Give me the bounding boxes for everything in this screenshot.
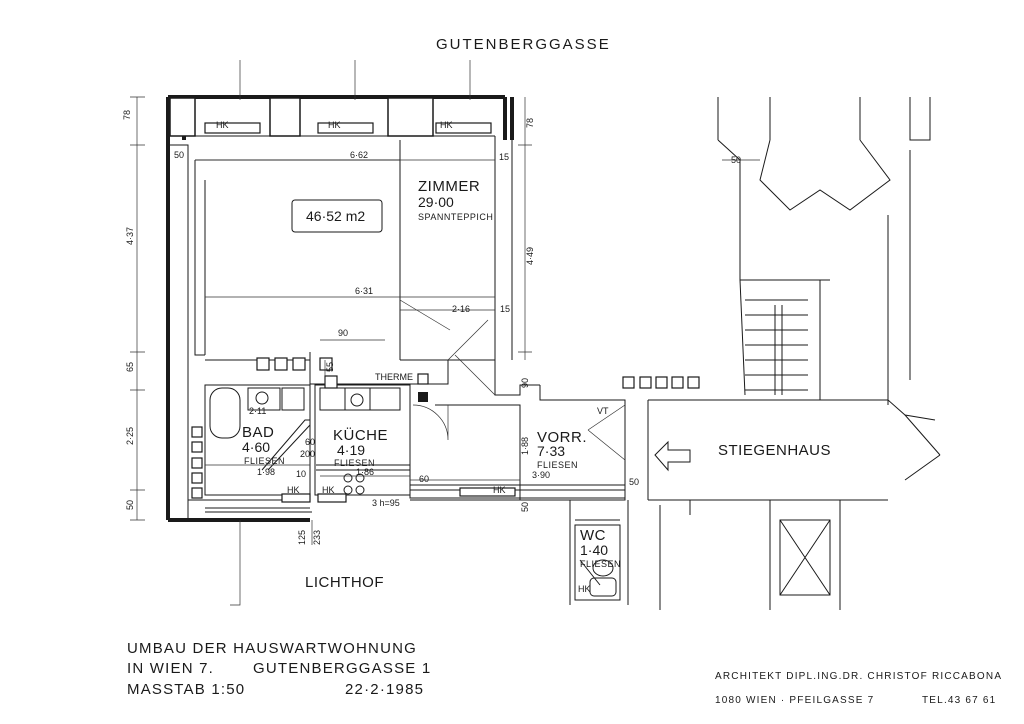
dim-631: 6·31: [355, 286, 373, 296]
dim-60-b: 60: [419, 474, 429, 484]
dim-55: 55: [325, 362, 335, 372]
dim-449: 4·49: [525, 247, 535, 265]
dim-50-top: 50: [174, 150, 184, 160]
therme-label: THERME: [375, 372, 413, 382]
dim-90-a: 90: [338, 328, 348, 338]
chimney-markers: [191, 357, 700, 499]
title-line2-a: IN WIEN 7.: [127, 660, 214, 677]
room-floor-kueche: FLIESEN: [334, 458, 375, 468]
title-line1: UMBAU DER HAUSWARTWOHNUNG: [127, 640, 417, 657]
dim-65: 65: [125, 362, 135, 372]
architect-name: ARCHITEKT DIPL.ING.DR. CHRISTOF RICCABON…: [715, 671, 1002, 682]
dim-390: 3·90: [532, 470, 550, 480]
room-floor-wc: FLIESEN: [580, 559, 621, 569]
title-line2-b: GUTENBERGGASSE 1: [253, 660, 431, 677]
dim-662: 6·62: [350, 150, 368, 160]
total-area-box: [291, 199, 383, 233]
room-name-bad: BAD: [242, 424, 274, 441]
room-floor-zimmer: SPANNTEPPICH: [418, 212, 493, 222]
outer-walls: [166, 95, 700, 605]
dim-60: 60: [305, 437, 315, 447]
dim-15-top: 15: [499, 152, 509, 162]
room-floor-vorr: FLIESEN: [537, 460, 578, 470]
room-name-kueche: KÜCHE: [333, 426, 388, 444]
room-area-bad: 4·60: [242, 439, 270, 455]
title-date: 22·2·1985: [345, 681, 424, 698]
dim-50-bot: 50: [125, 500, 135, 510]
dim-78-left: 78: [122, 110, 132, 120]
dim-216: 2·16: [452, 304, 470, 314]
total-area: 46·52 m2: [306, 208, 365, 224]
dim-437: 4·37: [125, 227, 135, 245]
dim-188: 1·88: [520, 437, 530, 455]
dimension-lines: [130, 60, 760, 606]
dim-90-b: 90: [520, 378, 530, 388]
room-area-zimmer: 29·00: [418, 194, 454, 210]
dim-78-right: 78: [525, 118, 535, 128]
dim-50-d: 50: [629, 477, 639, 487]
hk-label-1: HK: [216, 120, 229, 130]
dim-h95: 3 h=95: [372, 498, 400, 508]
room-name-stiegenhaus: STIEGENHAUS: [718, 442, 831, 459]
stairwell: [647, 97, 941, 610]
vt-label: VT: [597, 406, 609, 416]
hk-label-7: HK: [578, 584, 591, 594]
hk-label-6: HK: [493, 485, 506, 495]
dim-125: 125: [297, 530, 307, 545]
hk-label-2: HK: [328, 120, 341, 130]
courtyard-label: LICHTHOF: [305, 574, 384, 591]
room-name-vorr: VORR.: [537, 429, 587, 446]
dim-225: 2·25: [125, 427, 135, 445]
room-name-wc: WC: [580, 527, 606, 544]
room-area-wc: 1·40: [580, 542, 608, 558]
dim-10: 10: [296, 469, 306, 479]
architect-tel: TEL.43 67 61: [922, 695, 996, 706]
dim-50-stair: 50: [731, 155, 741, 165]
room-floor-bad: FLIESEN: [244, 456, 285, 466]
dim-211: 2·11: [249, 406, 266, 416]
room-name-zimmer: ZIMMER: [418, 178, 480, 195]
hk-label-5: HK: [322, 485, 335, 495]
street-label: GUTENBERGGASSE: [436, 36, 611, 53]
title-scale: MASSTAB 1:50: [127, 681, 245, 698]
dim-233: 233: [312, 530, 322, 545]
dim-200: 200: [300, 449, 315, 459]
dim-50-c: 50: [520, 502, 530, 512]
dim-15-mid: 15: [500, 304, 510, 314]
dim-186: 1·86: [356, 467, 374, 477]
dim-198: 1·98: [257, 467, 275, 477]
hk-label-3: HK: [440, 120, 453, 130]
hk-label-4: HK: [287, 485, 300, 495]
architect-address: 1080 WIEN · PFEILGASSE 7: [715, 695, 874, 706]
room-area-vorr: 7·33: [537, 443, 565, 459]
room-area-kueche: 4·19: [337, 442, 365, 458]
